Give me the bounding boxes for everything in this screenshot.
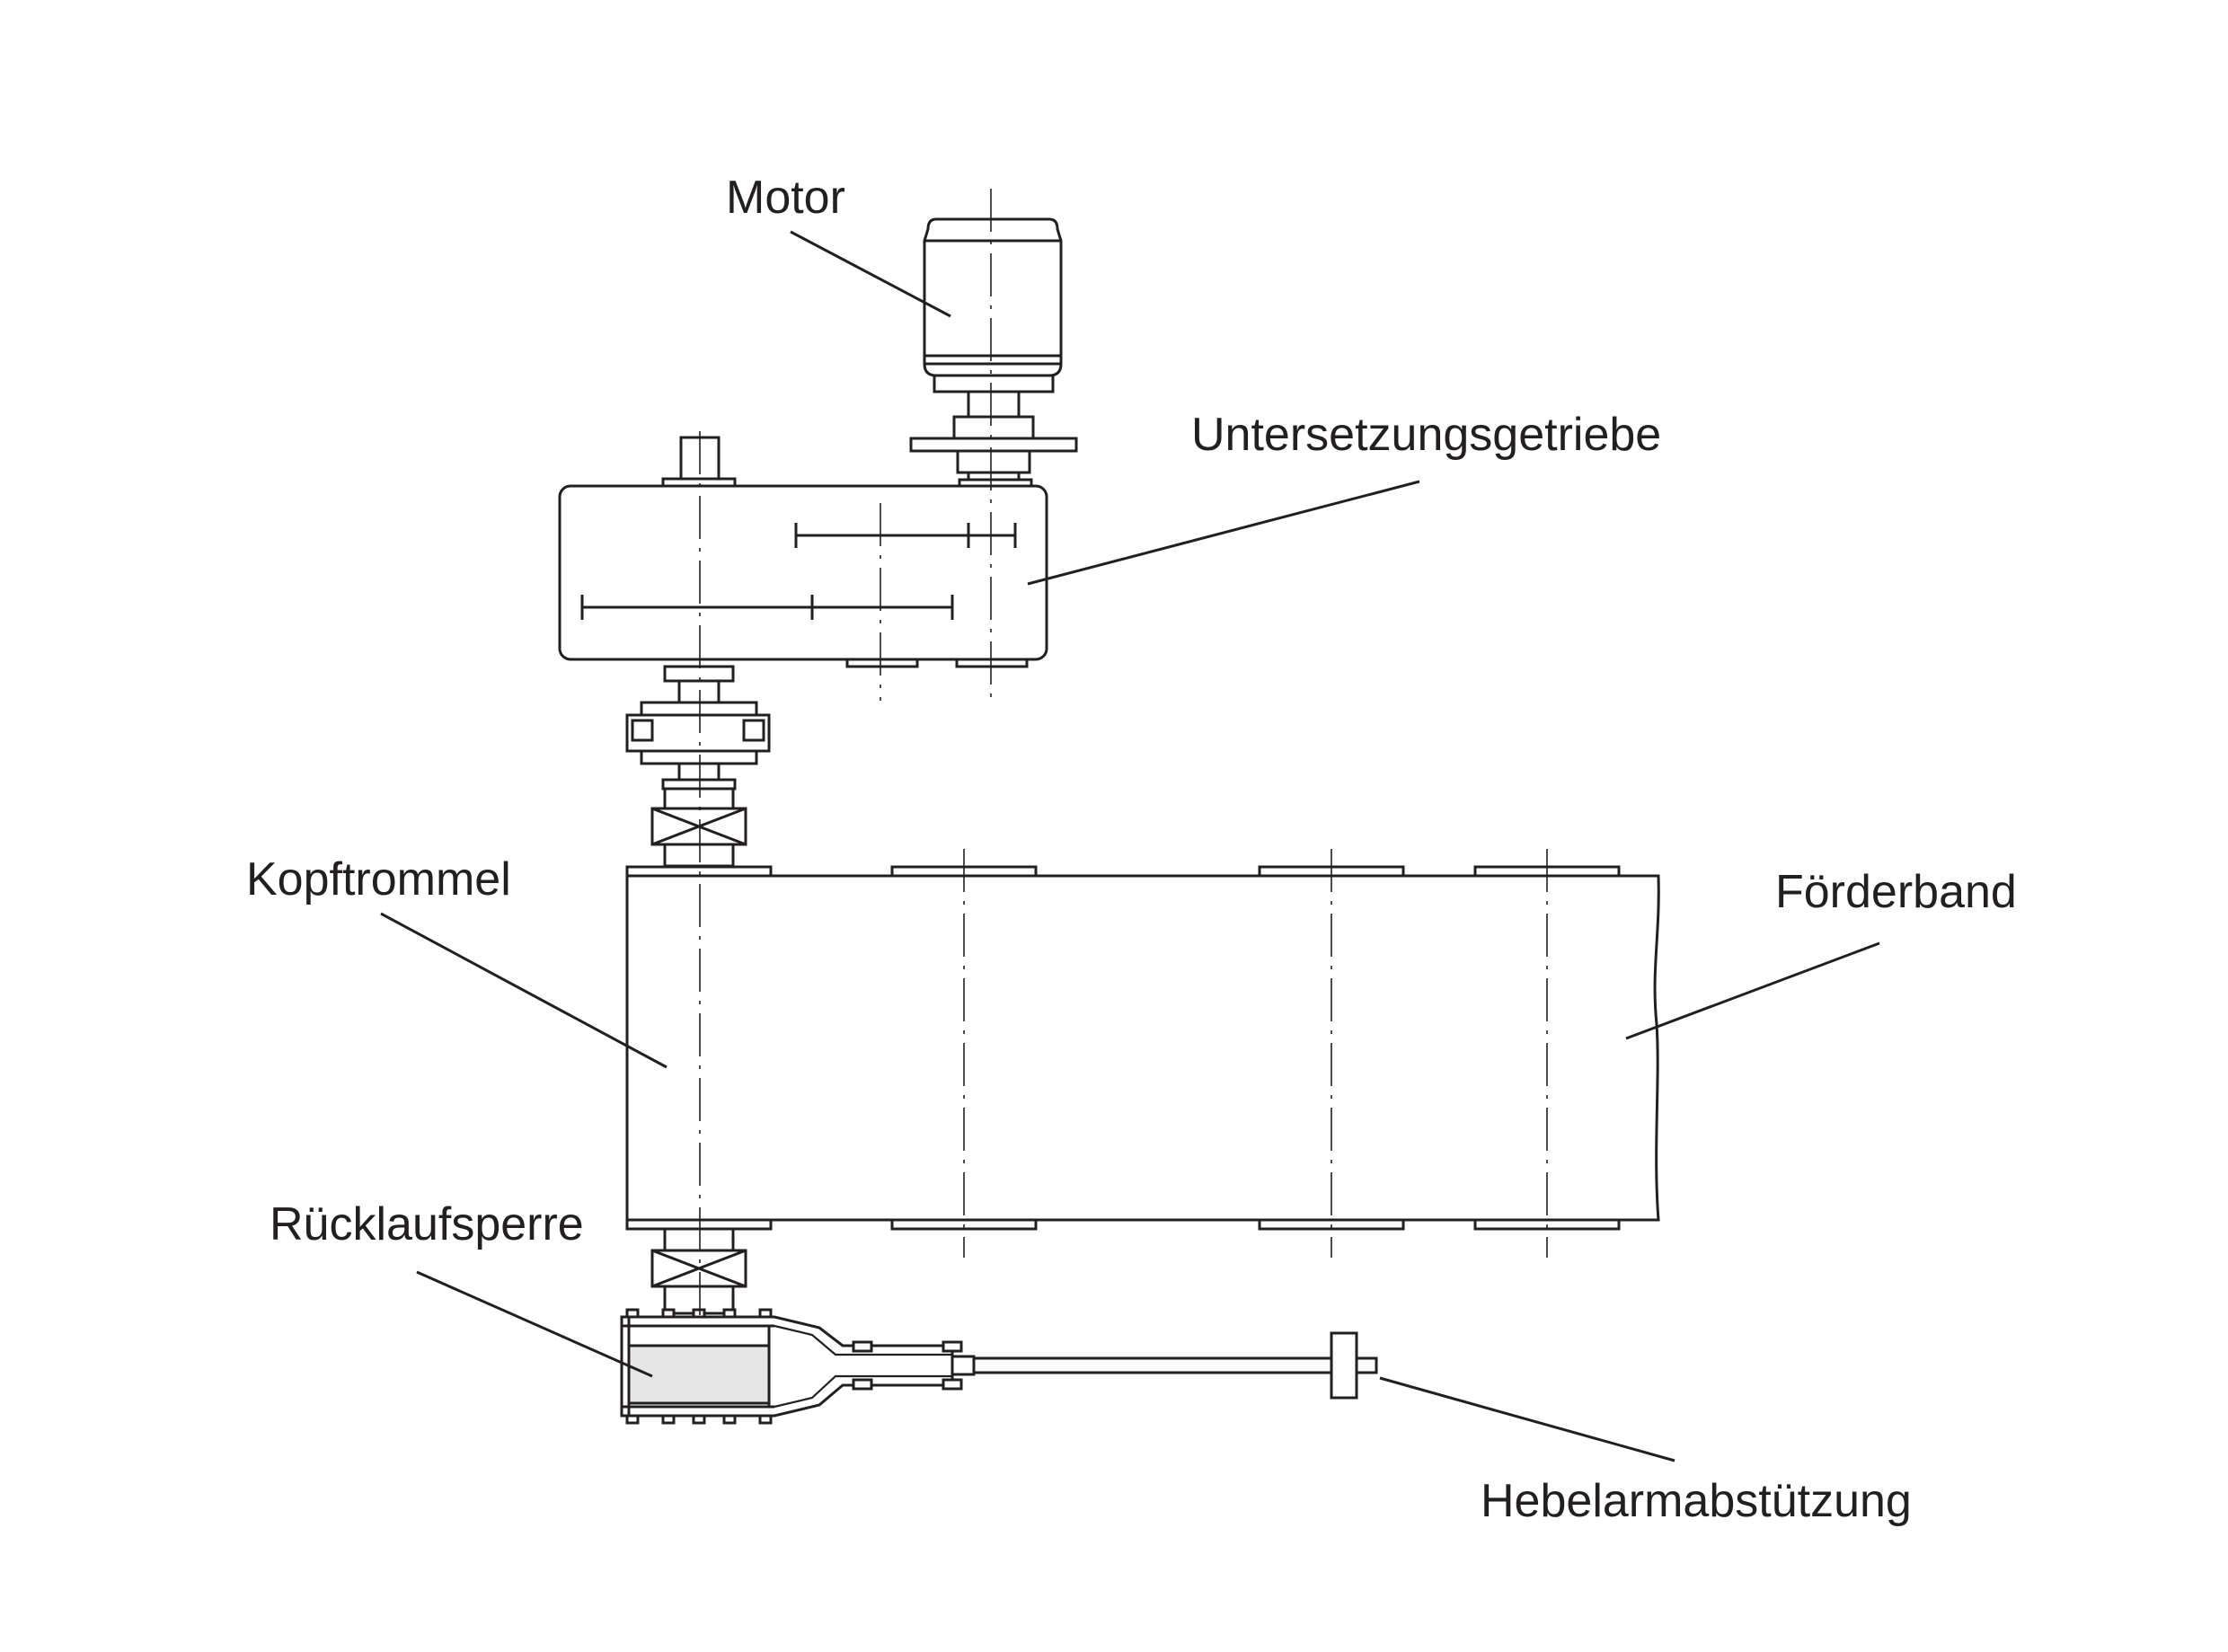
upper-bearing <box>650 787 747 868</box>
gearbox <box>558 436 1048 668</box>
coupling <box>625 665 771 791</box>
center-lines <box>699 189 1548 1321</box>
label-head-drum: Kopftrommel <box>246 853 511 906</box>
label-torque-arm: Hebelarmabstützung <box>1481 1475 1912 1527</box>
backstop <box>620 1308 963 1425</box>
torque-arm-leader <box>1379 1376 1675 1462</box>
label-conveyor-belt: Förderband <box>1775 866 2017 918</box>
gearbox-leader <box>1027 480 1420 586</box>
label-backstop: Rücklaufsperre <box>270 1198 584 1250</box>
leader-lines <box>380 230 1880 1462</box>
motor <box>909 217 1078 490</box>
conveyor-belt-leader <box>1625 941 1880 1040</box>
torque-arm <box>950 1331 1378 1400</box>
backstop-leader <box>416 1270 653 1378</box>
label-gearbox: Untersetzungsgetriebe <box>1191 409 1661 461</box>
motor-leader <box>790 230 951 318</box>
label-motor: Motor <box>726 172 845 224</box>
conveyor-belt-section <box>625 865 1660 1231</box>
lower-bearing <box>650 1227 747 1315</box>
head-drum-leader <box>380 912 668 1069</box>
